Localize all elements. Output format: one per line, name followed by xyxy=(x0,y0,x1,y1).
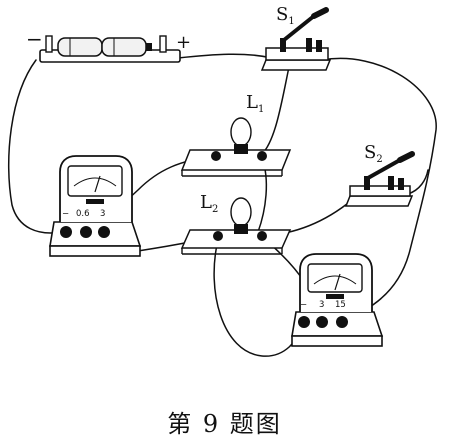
wire-s1-to-voltmeter xyxy=(321,57,437,321)
ammeter-terminal-3: 3 xyxy=(100,209,105,219)
voltmeter-terminal-minus: − xyxy=(300,300,307,310)
lamp-l2: L2 xyxy=(180,192,292,255)
lamp-l2-letter: L xyxy=(200,192,212,213)
switch-s1-subscript: 1 xyxy=(288,16,294,27)
wire-l2-to-voltmeter xyxy=(213,239,303,357)
lamp-l1-letter: L xyxy=(246,92,258,113)
ammeter: − 0.6 3 xyxy=(49,155,142,257)
voltmeter-terminal-15: 15 xyxy=(335,300,346,310)
lamp-l1-subscript: 1 xyxy=(258,104,264,115)
voltmeter-terminal-3: 3 xyxy=(319,300,324,310)
battery-plus-label: + xyxy=(176,32,191,53)
battery-minus-label: − xyxy=(26,27,43,51)
battery: − + xyxy=(26,27,191,63)
lamp-l2-subscript: 2 xyxy=(212,204,218,215)
lamp-l2-label: L2 xyxy=(200,192,218,215)
figure-caption: 第 9 题图 xyxy=(167,410,282,438)
switch-s2-label: S2 xyxy=(364,142,383,165)
switch-s2-subscript: 2 xyxy=(376,154,382,165)
lamp-l1: L1 xyxy=(180,92,292,177)
switch-s2-letter: S xyxy=(364,142,376,163)
switch-s1-letter: S xyxy=(276,4,288,25)
switch-s1: S1 xyxy=(260,4,332,71)
ammeter-terminal-0.6: 0.6 xyxy=(76,209,90,219)
wire-battery-to-s1 xyxy=(177,53,273,59)
switch-s2: S2 xyxy=(344,142,415,207)
ammeter-terminal-minus: − xyxy=(62,209,69,219)
wire-s1-to-l1 xyxy=(261,61,291,155)
wire-s2-to-loop xyxy=(407,169,429,195)
switch-s1-label: S1 xyxy=(276,4,295,27)
wire-battery-to-ammeter xyxy=(8,59,63,234)
voltmeter: − 3 15 xyxy=(291,253,384,347)
lamp-l1-label: L1 xyxy=(246,92,264,115)
